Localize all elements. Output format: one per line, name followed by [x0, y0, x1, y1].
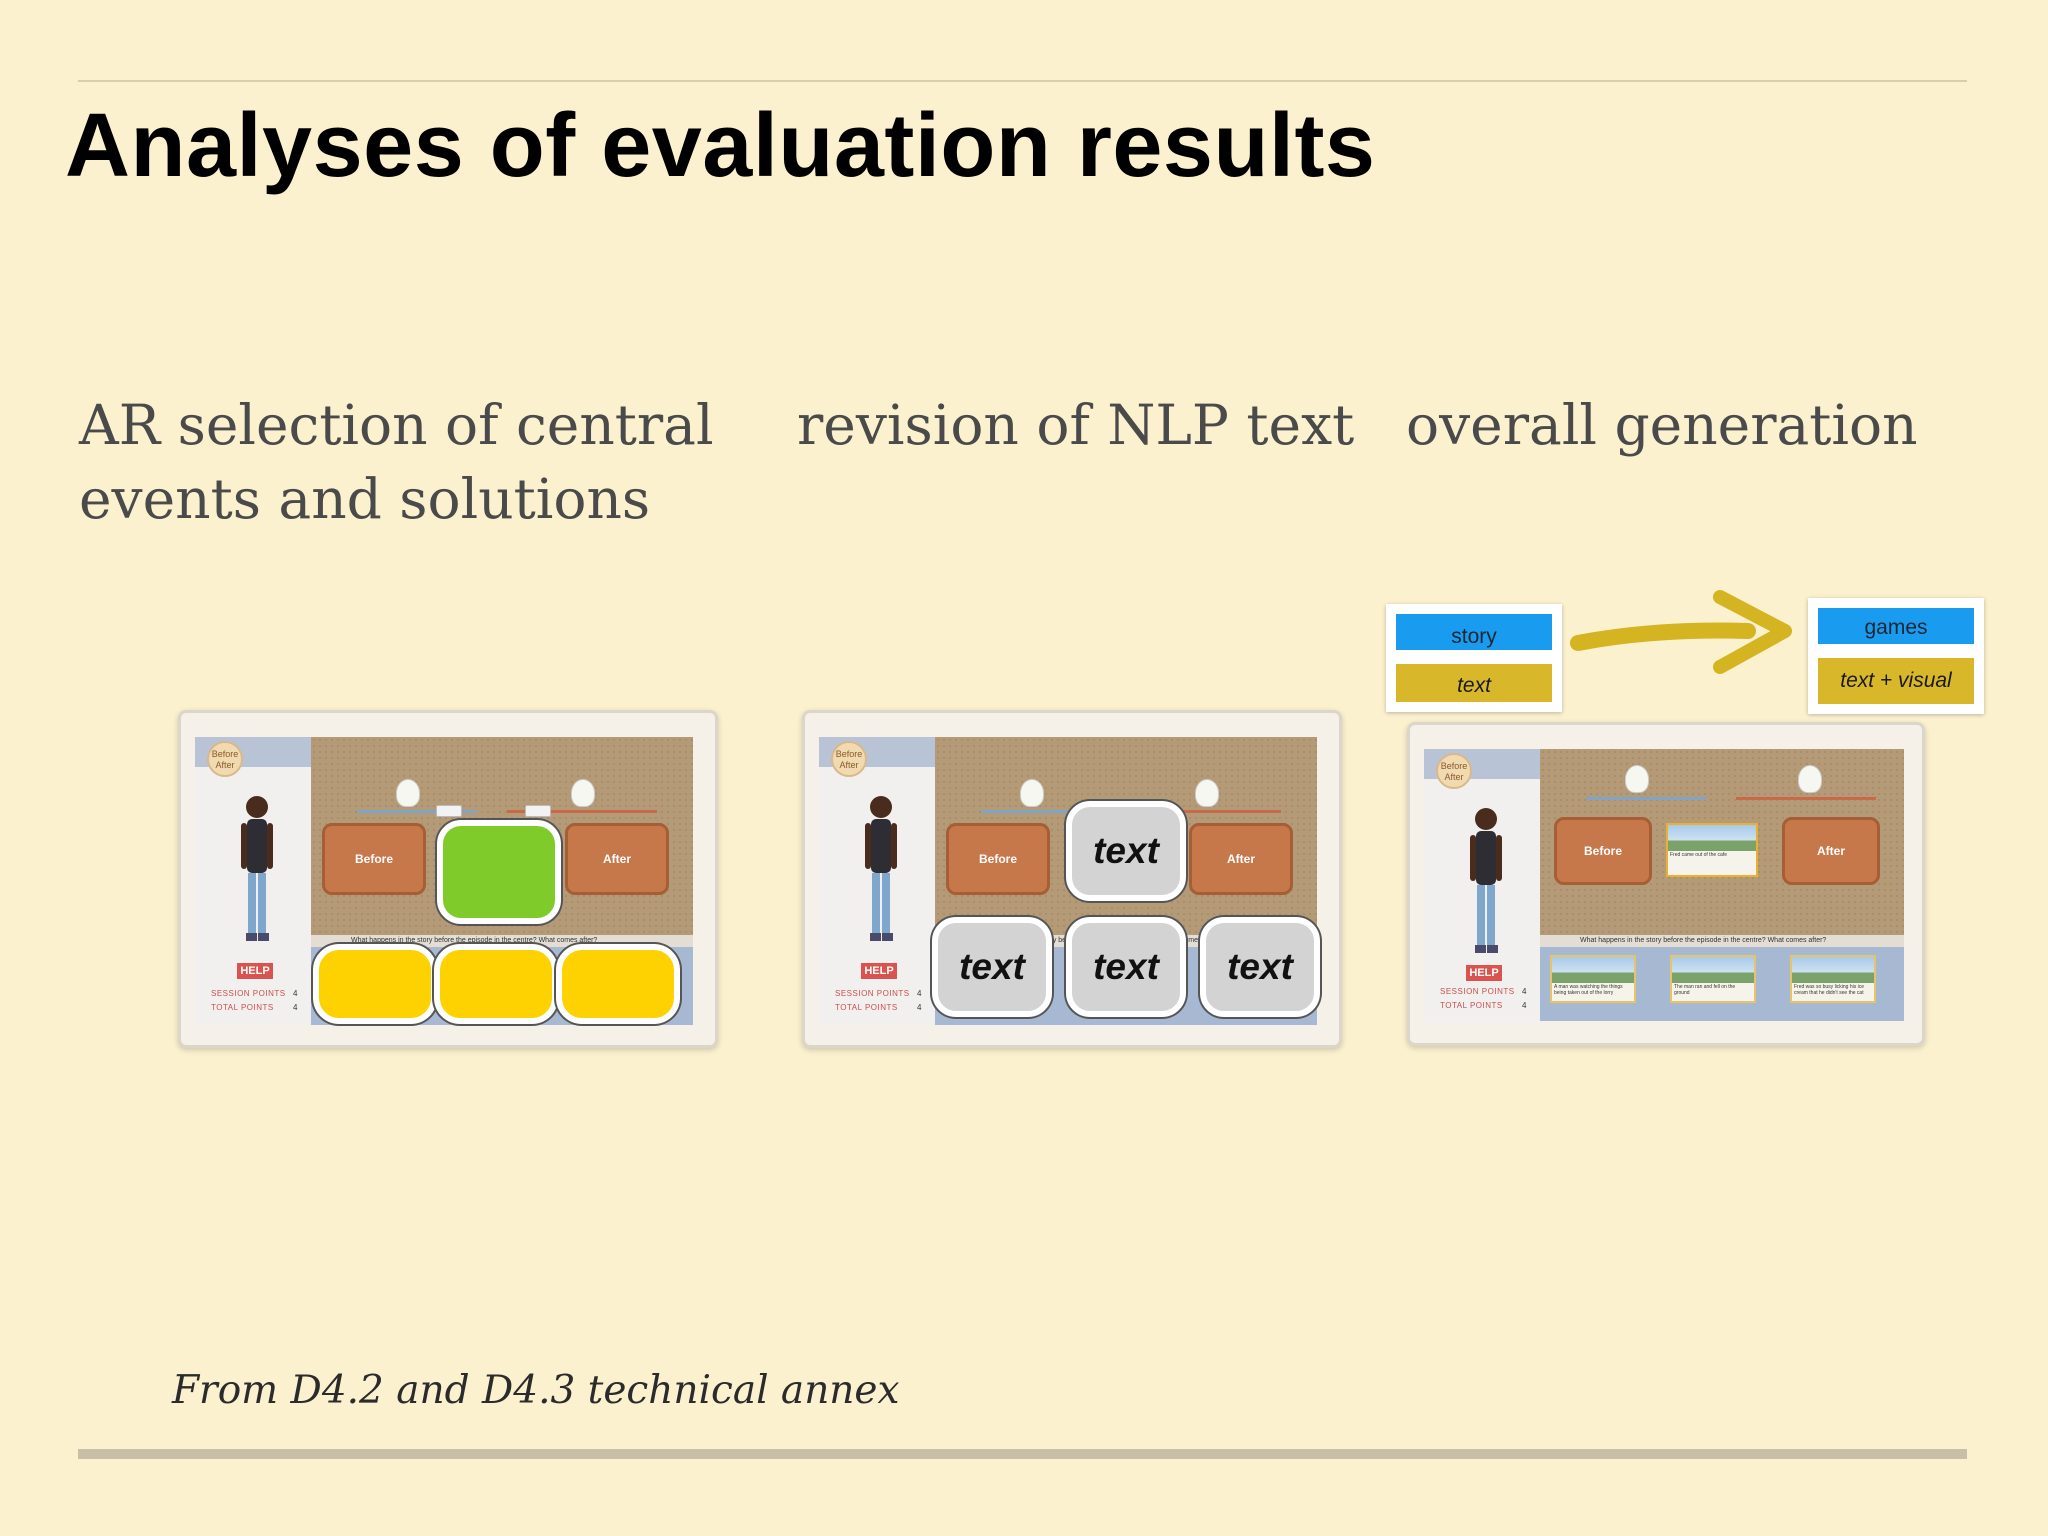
bulb-icon	[571, 779, 595, 807]
target-games-label: games	[1818, 608, 1974, 644]
session-points-label: SESSION POINTS	[1440, 987, 1515, 996]
target-text-visual-label: text + visual	[1818, 658, 1974, 704]
total-points-value: 4	[293, 1003, 298, 1012]
scene-option-card[interactable]: A man was watching the things being take…	[1550, 955, 1636, 1003]
option-text-block-2: text	[1066, 917, 1186, 1017]
help-button[interactable]: HELP	[1466, 965, 1502, 981]
plug-icon	[525, 805, 551, 817]
wire-right	[1736, 797, 1876, 800]
solution-highlight-1	[313, 944, 437, 1024]
logo-text-after: After	[1444, 772, 1464, 782]
child-character-illustration	[865, 796, 897, 941]
top-rule	[78, 80, 1967, 82]
child-character-illustration	[241, 796, 273, 941]
column-label-ar: AR selection of central events and solut…	[79, 388, 714, 536]
logo-text-before: Before	[1440, 761, 1468, 771]
generation-screenshot: Before After HELP SESSION POINTS 4 TOTAL…	[1407, 722, 1925, 1046]
source-tag: story text	[1386, 604, 1562, 712]
logo-text-after: After	[839, 760, 859, 770]
scene-image	[1792, 957, 1874, 983]
bottom-rule	[78, 1449, 1967, 1459]
column-label-ar-line2: events and solutions	[79, 467, 651, 531]
before-card: Before	[1554, 817, 1652, 885]
center-scene-card: Fred came out of the cafe	[1666, 823, 1758, 877]
total-points-value: 4	[1522, 1001, 1527, 1010]
total-points-label: TOTAL POINTS	[835, 1003, 898, 1012]
after-card: After	[565, 823, 669, 895]
scene-caption: The man ran and fell on the ground	[1674, 984, 1736, 996]
game-logo: Before After	[831, 741, 867, 777]
after-card: After	[1782, 817, 1880, 885]
source-text-label: text	[1396, 664, 1552, 702]
plug-icon	[436, 805, 462, 817]
central-text-block: text	[1066, 801, 1186, 901]
footnote: From D4.2 and D4.3 technical annex	[172, 1368, 900, 1413]
source-story-label: story	[1396, 614, 1552, 650]
wire-left	[357, 810, 477, 813]
column-label-revision: revision of NLP text	[797, 393, 1355, 457]
logo-text-before: Before	[211, 749, 239, 759]
scene-caption: Fred was so busy licking his ice cream t…	[1794, 984, 1865, 996]
question-bar: What happens in the story before the epi…	[1540, 935, 1904, 947]
session-points-label: SESSION POINTS	[211, 989, 286, 998]
wire-left	[1586, 797, 1706, 800]
after-card: After	[1189, 823, 1293, 895]
central-event-highlight	[437, 820, 561, 924]
option-text-block-1: text	[932, 917, 1052, 1017]
column-label-generation: overall generation	[1406, 393, 1918, 457]
session-points-label: SESSION POINTS	[835, 989, 910, 998]
slide-title: Analyses of evaluation results	[65, 96, 1376, 196]
before-card: Before	[946, 823, 1050, 895]
scene-option-card[interactable]: The man ran and fell on the ground	[1670, 955, 1756, 1003]
scene-image	[1552, 957, 1634, 983]
bulb-icon	[1798, 765, 1822, 793]
game-logo: Before After	[207, 741, 243, 777]
scene-image	[1668, 825, 1756, 851]
solution-highlight-3	[556, 944, 680, 1024]
bulb-icon	[1625, 765, 1649, 793]
wire-left	[981, 810, 1101, 813]
option-text-block-3: text	[1200, 917, 1320, 1017]
session-points-value: 4	[917, 989, 922, 998]
scene-caption: A man was watching the things being take…	[1554, 984, 1623, 996]
logo-text-before: Before	[835, 749, 863, 759]
before-card: Before	[322, 823, 426, 895]
total-points-value: 4	[917, 1003, 922, 1012]
total-points-label: TOTAL POINTS	[1440, 1001, 1503, 1010]
solution-highlight-2	[434, 944, 558, 1024]
child-character-illustration	[1470, 808, 1502, 953]
bulb-icon	[1195, 779, 1219, 807]
wire-right	[1131, 810, 1281, 813]
wire-right	[507, 810, 657, 813]
logo-text-after: After	[215, 760, 235, 770]
session-points-value: 4	[1522, 987, 1527, 996]
arrow-right-icon	[1570, 590, 1792, 674]
help-button[interactable]: HELP	[861, 963, 897, 979]
bulb-icon	[396, 779, 420, 807]
scene-image	[1672, 957, 1754, 983]
ar-selection-screenshot: Before After HELP SESSION POINTS 4 TOTAL…	[178, 710, 718, 1048]
column-label-ar-line1: AR selection of central	[79, 393, 714, 457]
target-tag: games text + visual	[1808, 598, 1984, 714]
scene-option-card[interactable]: Fred was so busy licking his ice cream t…	[1790, 955, 1876, 1003]
scene-caption: Fred came out of the cafe	[1670, 852, 1727, 858]
session-points-value: 4	[293, 989, 298, 998]
help-button[interactable]: HELP	[237, 963, 273, 979]
game-logo: Before After	[1436, 753, 1472, 789]
bulb-icon	[1020, 779, 1044, 807]
total-points-label: TOTAL POINTS	[211, 1003, 274, 1012]
